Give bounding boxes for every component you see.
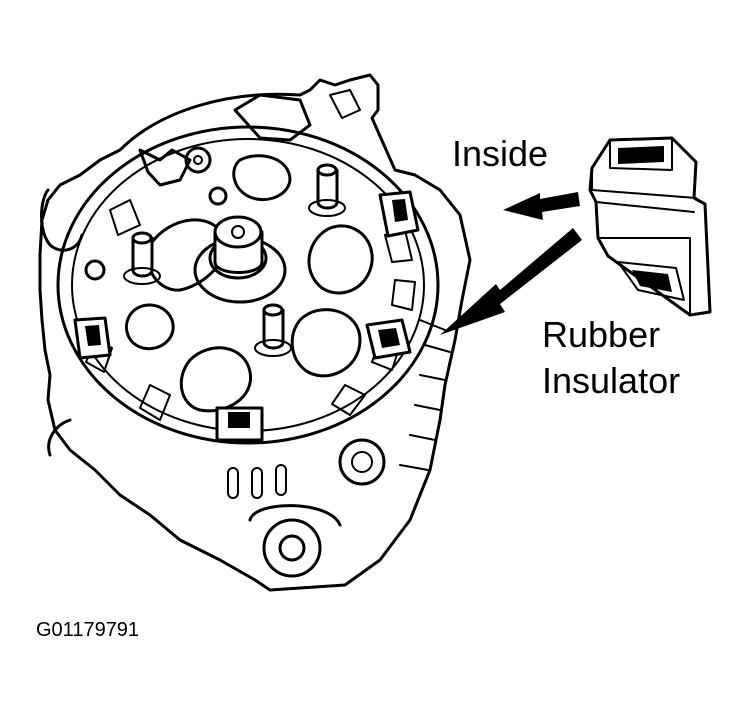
terminal-studs: [84, 146, 346, 357]
alternator-body: [38, 73, 472, 592]
rear-cover: [56, 125, 440, 445]
label-insulator: Insulator: [542, 360, 681, 401]
lower-slots: [227, 464, 287, 499]
insulator-arrow: [440, 228, 582, 335]
label-rubber: Rubber: [542, 314, 661, 355]
rotor-shaft: [193, 215, 287, 304]
rubber-insulator-enlarged: [588, 136, 712, 317]
upper-housing: [138, 89, 361, 187]
label-rubber-insulator: Rubber Insulator: [542, 312, 680, 404]
inside-arrow: [503, 192, 580, 220]
label-inside: Inside: [452, 133, 549, 174]
figure-id: G01179791: [36, 619, 140, 641]
small-insulators: [73, 190, 420, 442]
